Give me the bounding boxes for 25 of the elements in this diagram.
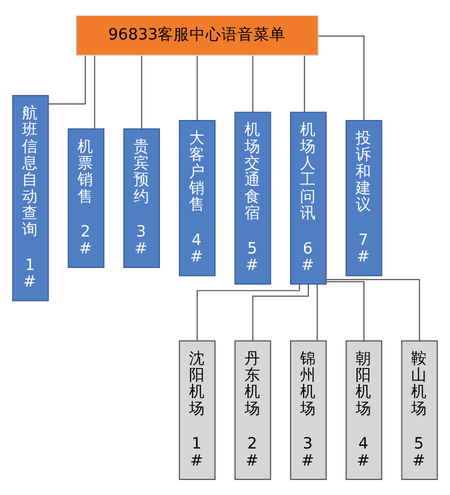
node-box: 丹东机场 2# (234, 340, 272, 480)
connector (316, 284, 318, 341)
node-box: 航班信息自动查询 1# (12, 95, 49, 302)
node-box: 96833客服中心语音菜单 (76, 14, 319, 56)
node-box: 沈阳机场 1# (178, 340, 216, 480)
connector (252, 56, 254, 112)
node-box: 大客户销售 4# (178, 120, 216, 276)
connector (304, 56, 306, 112)
connector (94, 56, 96, 129)
node-box: 鞍山机场 5# (401, 340, 438, 480)
connector (196, 56, 198, 120)
node-box: 机场人工问讯 6# (290, 112, 327, 285)
connector (326, 278, 420, 341)
connector (196, 284, 300, 341)
connector (326, 281, 364, 341)
node-box: 朝阳机场 4# (346, 340, 382, 480)
connector (48, 56, 86, 104)
node-box: 机场交通食宿 5# (234, 112, 272, 285)
connector (318, 36, 364, 120)
node-box: 投诉和建议 7# (346, 120, 382, 276)
node-box: 机票销售 2# (68, 128, 104, 268)
connector (252, 284, 309, 341)
node-box: 贵宾预约 3# (123, 128, 160, 268)
node-box: 锦州机场 3# (290, 340, 327, 480)
connector (141, 56, 142, 129)
